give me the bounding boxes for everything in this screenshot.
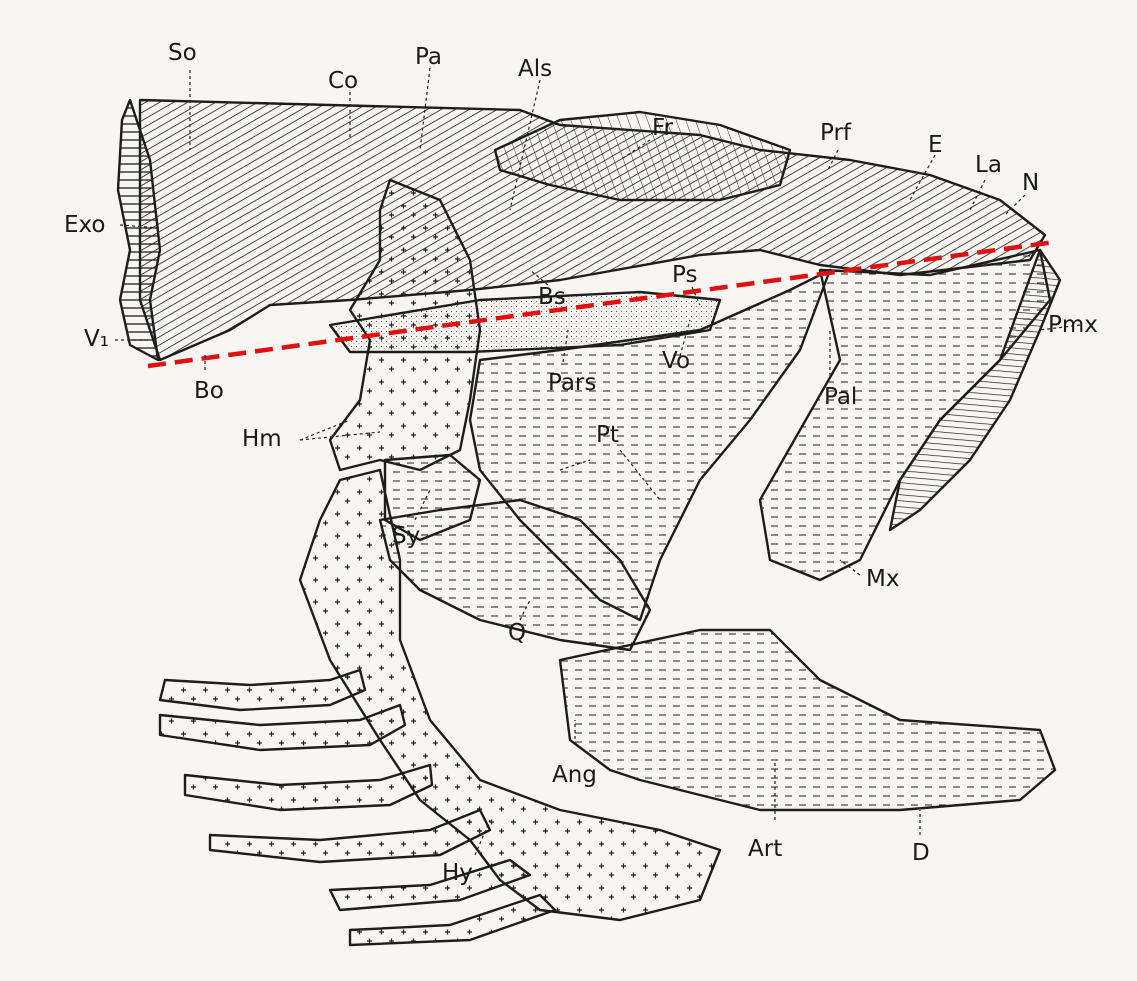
label-bs: Bs (538, 284, 566, 310)
branchiostegal-ray-3 (185, 765, 432, 810)
label-n: N (1022, 170, 1039, 196)
branchiostegal-ray-1 (160, 670, 365, 710)
label-fr: Fr (652, 115, 674, 141)
label-pt: Pt (596, 422, 619, 448)
label-sy: Sy (392, 523, 420, 549)
label-so: So (168, 40, 197, 66)
lower-jaw (560, 630, 1055, 810)
label-co: Co (328, 68, 358, 94)
label-exo: Exo (64, 212, 106, 238)
label-bo: Bo (194, 378, 224, 404)
label-d: D (912, 840, 930, 866)
label-ang: Ang (552, 762, 597, 788)
label-pal: Pal (824, 384, 857, 410)
label-e: E (928, 132, 943, 158)
label-pmx: Pmx (1048, 312, 1098, 338)
label-pa: Pa (415, 44, 442, 70)
label-v1: V₁ (84, 326, 109, 352)
label-hm: Hm (242, 426, 282, 452)
label-art: Art (748, 836, 782, 862)
label-la: La (975, 152, 1002, 178)
label-prf: Prf (820, 120, 852, 146)
branchiostegal-ray-5 (330, 860, 530, 910)
label-ps: Ps (672, 262, 697, 288)
label-als: Als (518, 56, 552, 82)
label-pars: Pars (548, 370, 596, 396)
label-mx: Mx (866, 566, 899, 592)
label-hy: Hy (442, 860, 473, 886)
label-vo: Vo (662, 348, 690, 374)
label-q: Q (508, 620, 526, 646)
